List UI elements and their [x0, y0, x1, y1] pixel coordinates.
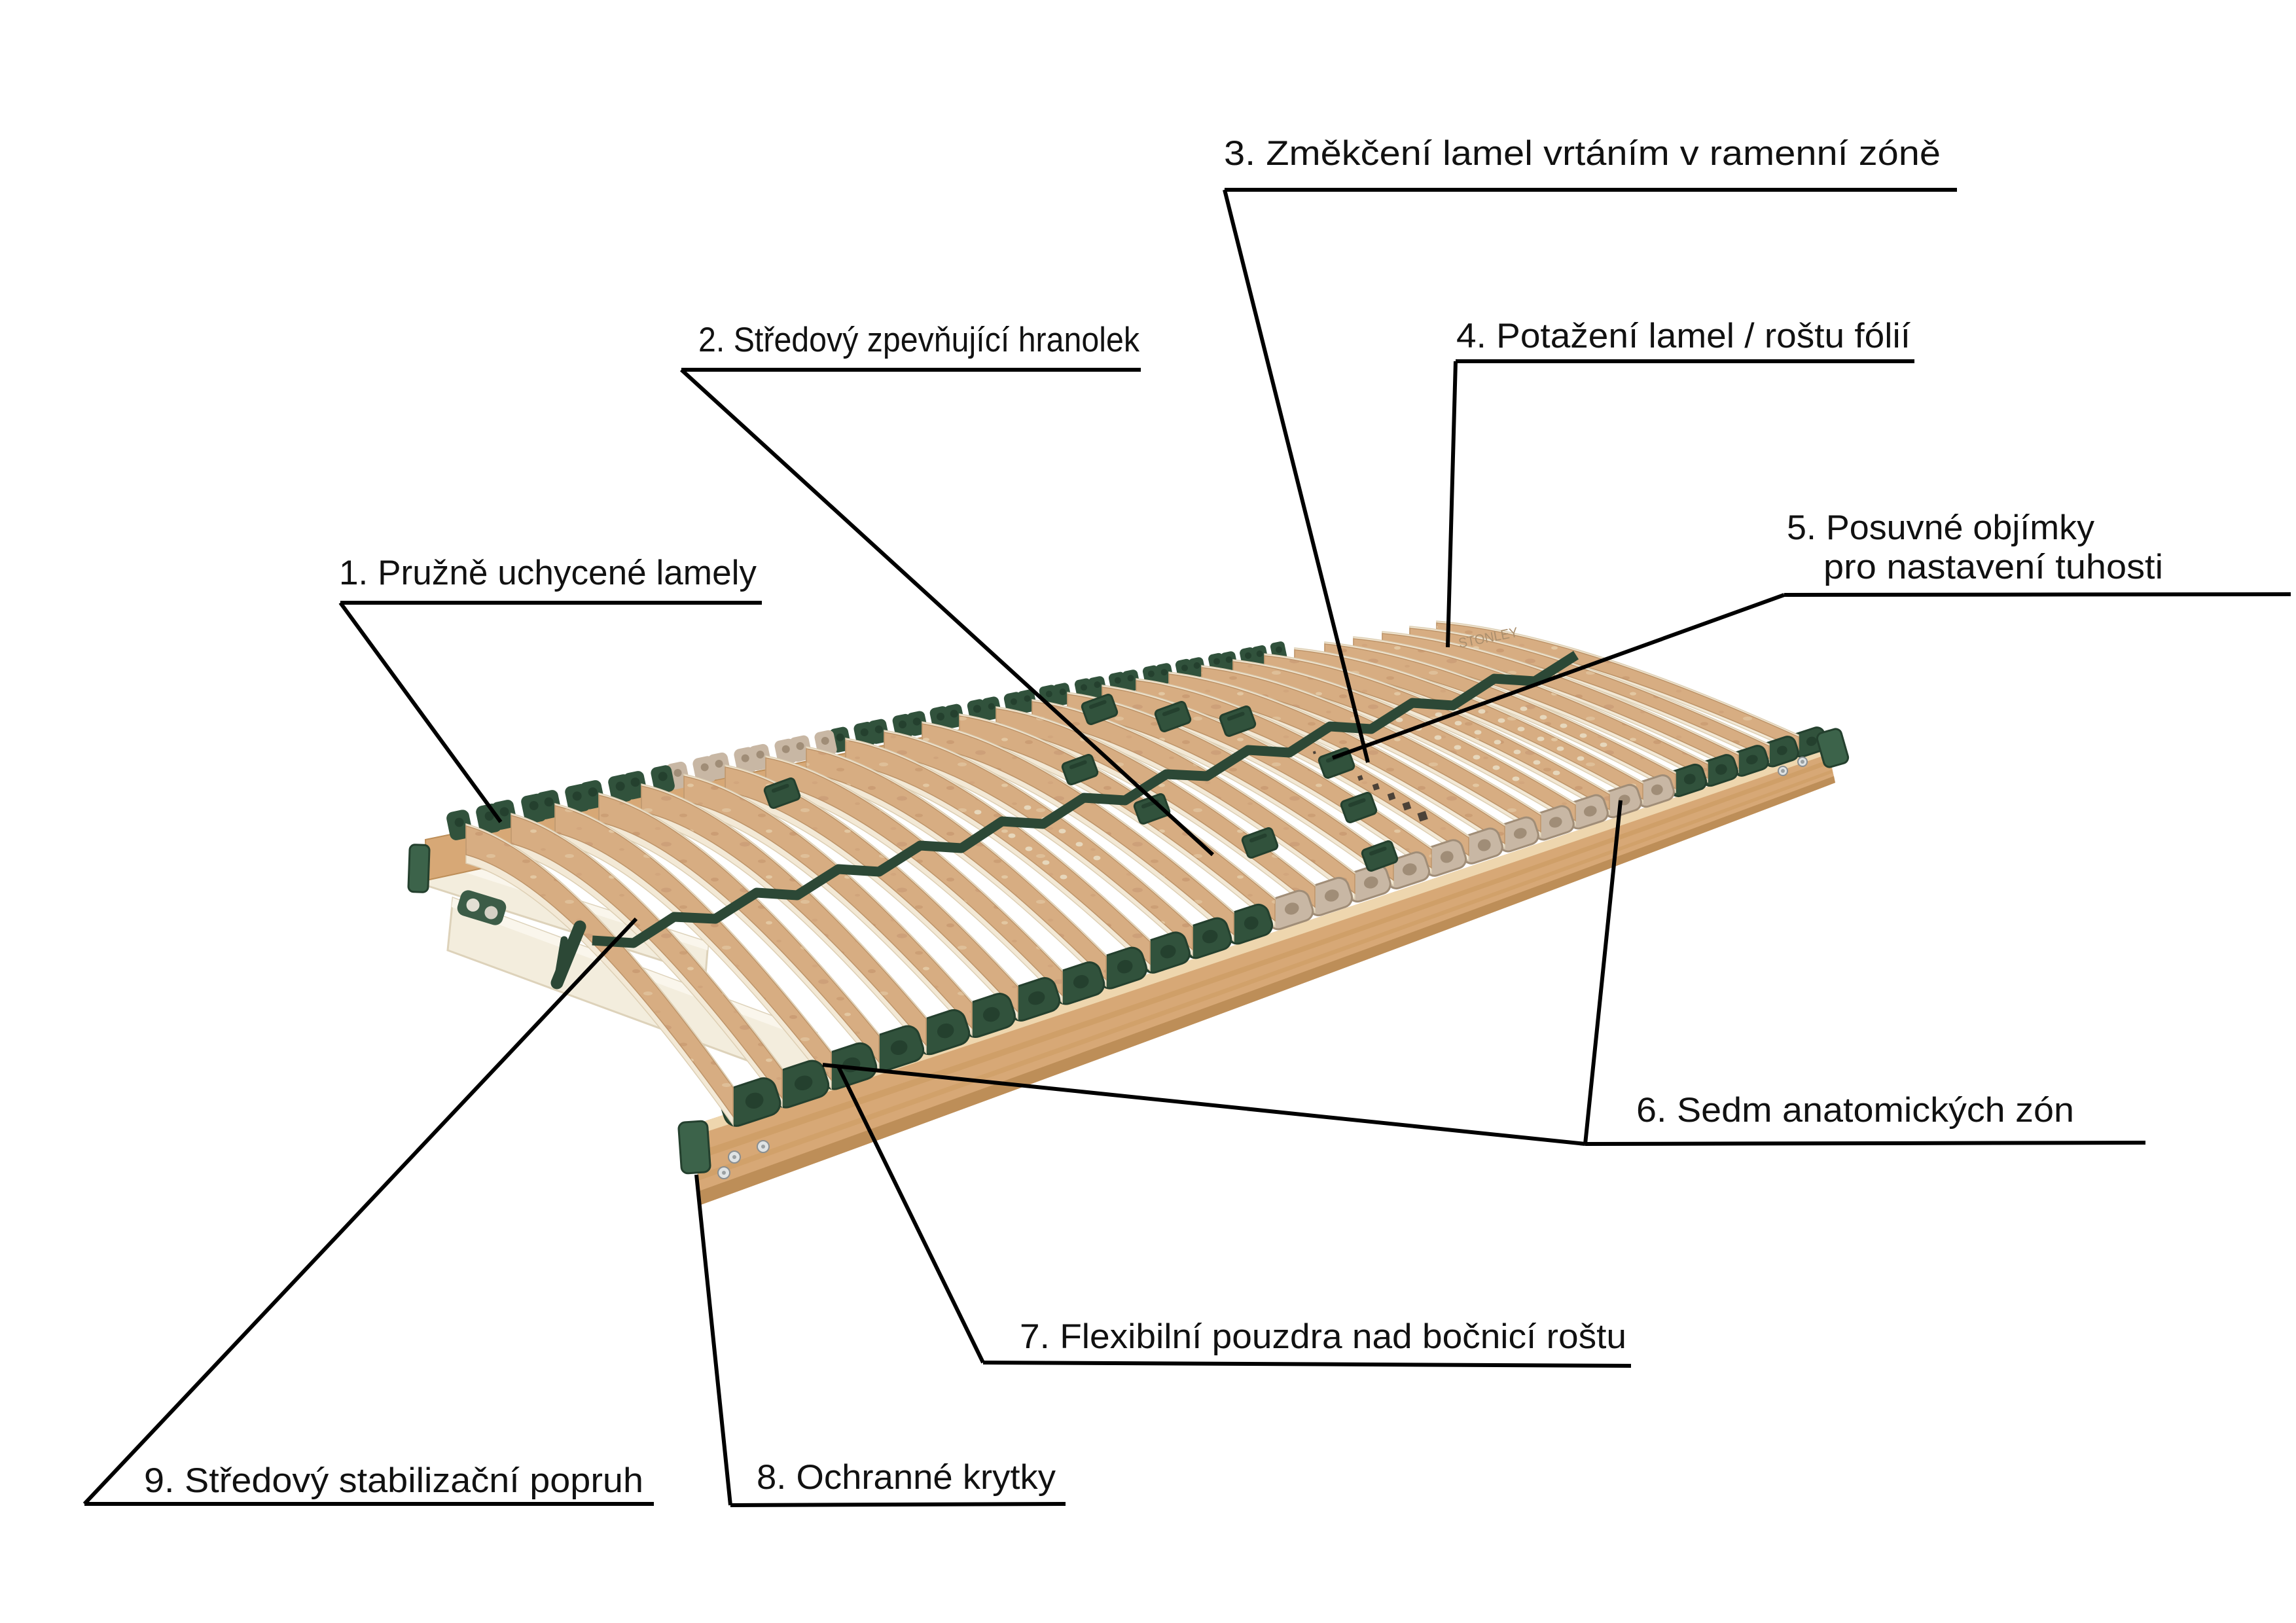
svg-text:8. Ochranné krytky: 8. Ochranné krytky: [757, 1458, 1056, 1497]
svg-text:2. Středový zpevňující hranole: 2. Středový zpevňující hranolek: [698, 321, 1139, 359]
svg-text:5. Posuvné objímky: 5. Posuvné objímky: [1787, 508, 2095, 547]
svg-text:4. Potažení lamel / roštu fóli: 4. Potažení lamel / roštu fólií: [1456, 317, 1910, 355]
svg-text:7. Flexibilní pouzdra nad bočn: 7. Flexibilní pouzdra nad bočnicí roštu: [1020, 1317, 1626, 1356]
svg-text:pro nastavení tuhosti: pro nastavení tuhosti: [1823, 548, 2163, 586]
svg-text:9. Středový stabilizační popr: 9. Středový stabilizační popruh: [144, 1461, 643, 1500]
svg-text:3. Změkčení lamel vrtáním v ra: 3. Změkčení lamel vrtáním v ramenní zóně: [1224, 134, 1941, 173]
svg-text:6. Sedm anatomických zón: 6. Sedm anatomických zón: [1636, 1091, 2074, 1130]
svg-text:1. Pružně uchycené lamely: 1. Pružně uchycené lamely: [339, 554, 757, 592]
